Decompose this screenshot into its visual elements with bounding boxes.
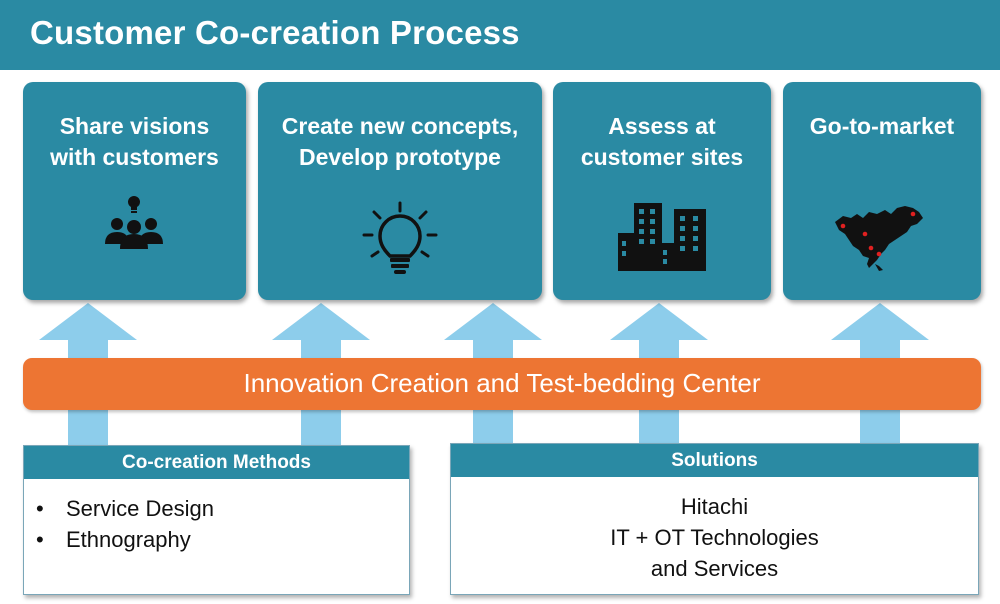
stage-title: Go-to-market — [809, 113, 955, 139]
list-item: •Ethnography — [36, 524, 214, 555]
stage-go-to-market: Go-to-market — [783, 82, 981, 300]
people-lightbulb-icon — [105, 196, 163, 249]
innovation-center-band: Innovation Creation and Test-bedding Cen… — [23, 358, 981, 410]
page-title: Customer Co-creation Process — [30, 14, 520, 51]
stage-title: Create new concepts, Develop prototype — [281, 113, 519, 170]
solutions-text: Hitachi IT + OT Technologies and Service… — [610, 494, 819, 581]
stage-title: Share visions with customers — [50, 113, 219, 170]
methods-panel: Co-creation Methods •Service Design •Eth… — [23, 445, 410, 595]
header-bar: Customer Co-creation Process — [0, 0, 1000, 70]
bullet: • — [36, 496, 44, 521]
solutions-title: Solutions — [451, 444, 978, 477]
stage-create-concepts: Create new concepts, Develop prototype — [258, 82, 542, 300]
stage-share-visions: Share visions with customers — [23, 82, 246, 300]
lightbulb-icon — [362, 201, 438, 274]
innovation-center-label: Innovation Creation and Test-bedding Cen… — [243, 368, 761, 398]
buildings-icon — [618, 203, 706, 271]
north-america-map-icon — [835, 206, 923, 271]
methods-title: Co-creation Methods — [24, 446, 409, 479]
stage-title: Assess at customer sites — [580, 113, 744, 170]
solutions-panel: Solutions Hitachi IT + OT Technologies a… — [450, 443, 979, 595]
methods-list: •Service Design •Ethnography — [36, 493, 214, 555]
stage-assess: Assess at customer sites — [553, 82, 771, 300]
bullet: • — [36, 527, 44, 552]
list-item: •Service Design — [36, 493, 214, 524]
